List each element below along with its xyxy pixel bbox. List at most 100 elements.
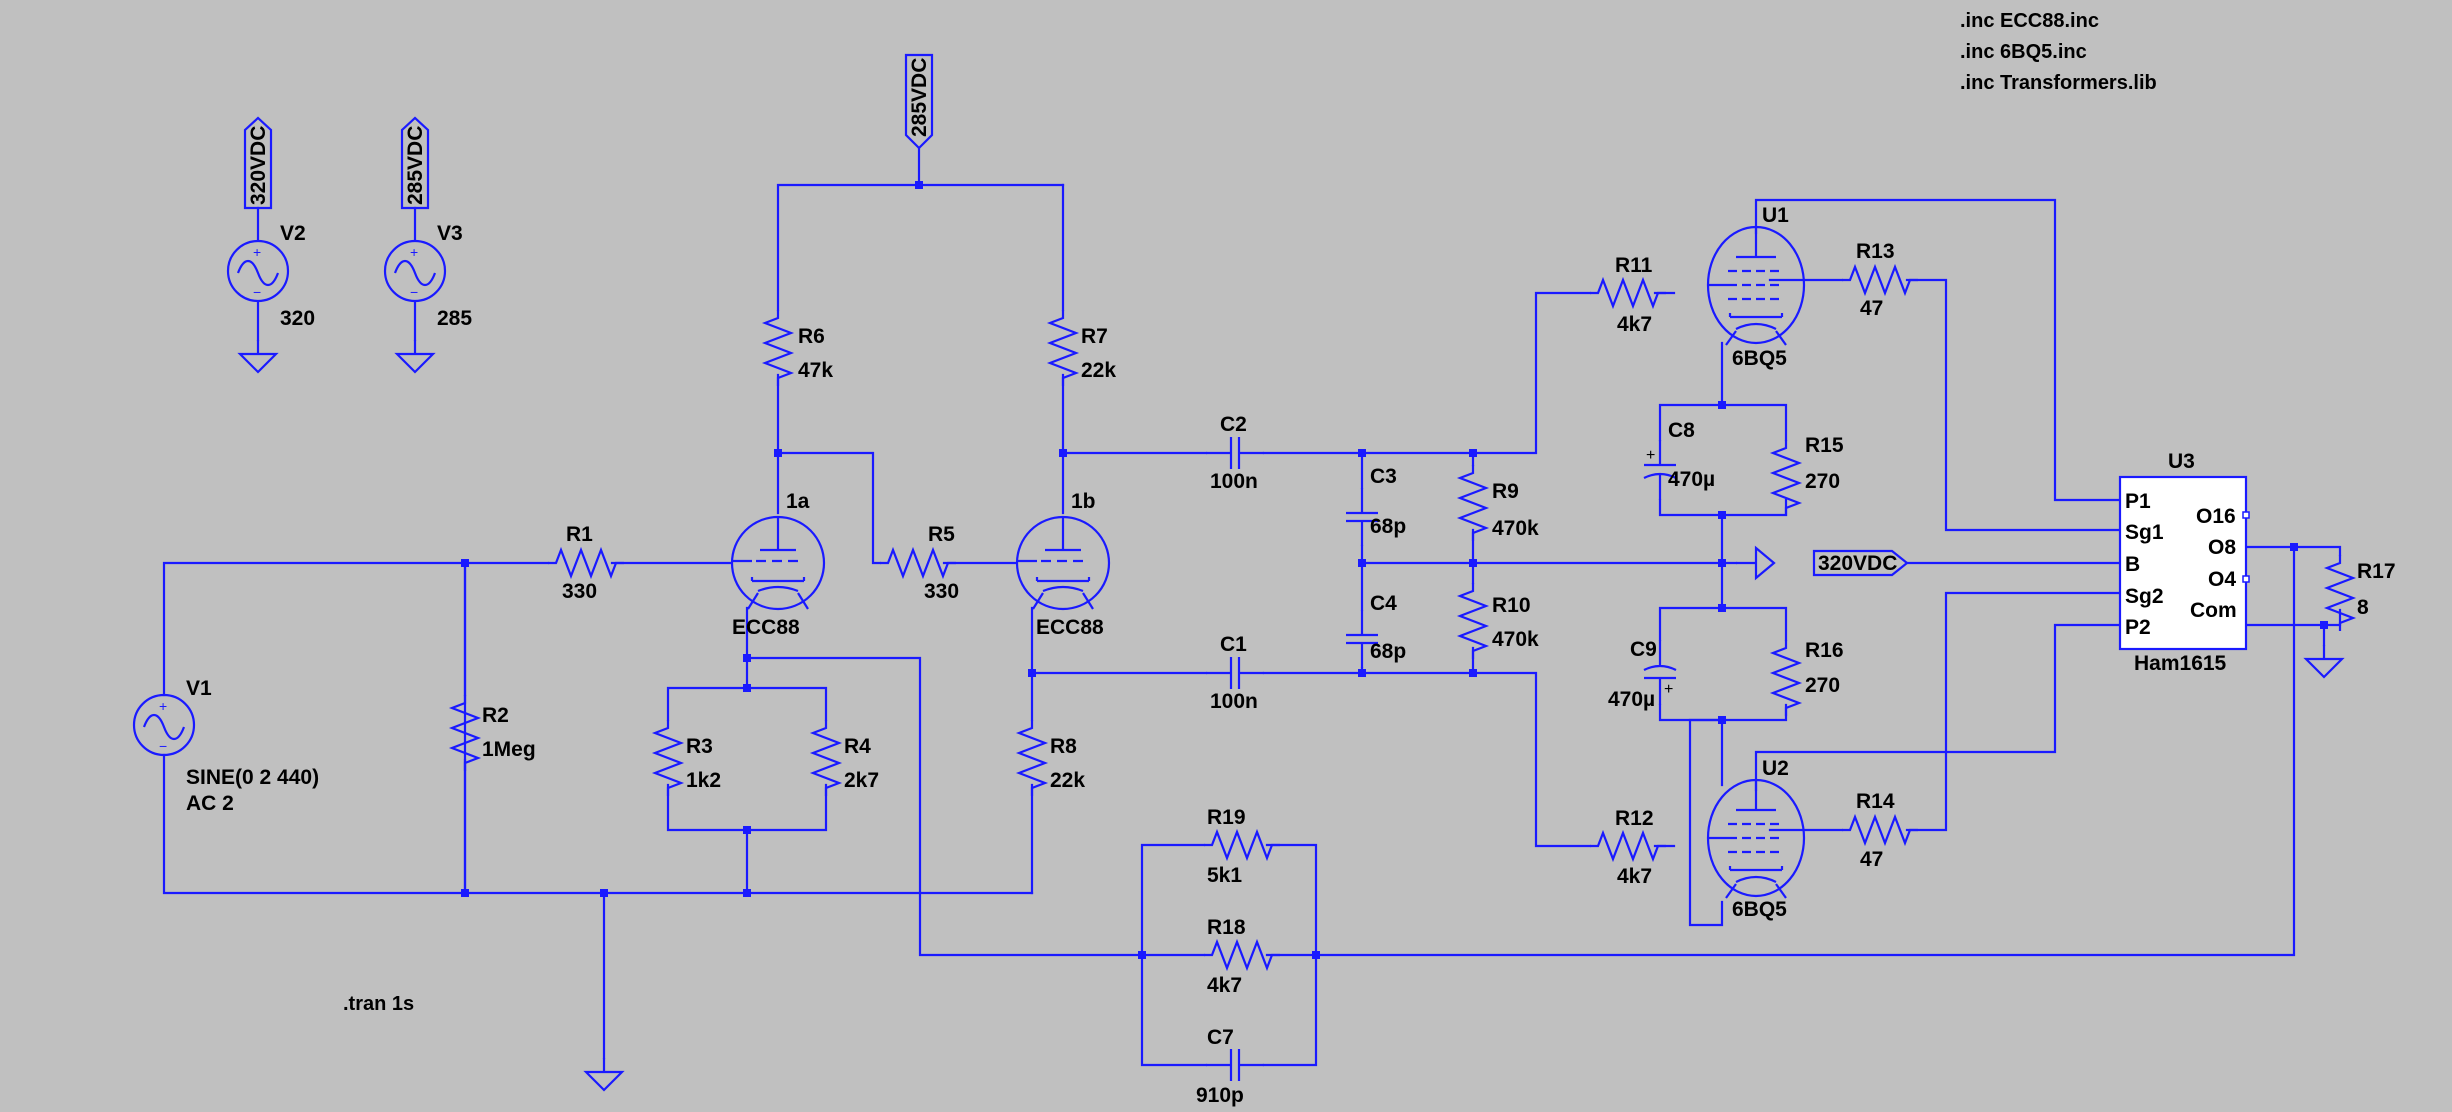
svg-text:P1: P1 bbox=[2125, 490, 2151, 513]
svg-text:1k2: 1k2 bbox=[686, 769, 721, 792]
v2-value: 320 bbox=[280, 307, 315, 330]
c9-capacitor[interactable]: + C9 470µ bbox=[1608, 638, 1677, 711]
c2-capacitor[interactable]: C2 100n bbox=[1204, 413, 1266, 493]
svg-text:47: 47 bbox=[1860, 297, 1883, 320]
svg-text:320VDC: 320VDC bbox=[247, 126, 270, 205]
svg-text:68p: 68p bbox=[1370, 640, 1406, 663]
svg-text:R6: R6 bbox=[798, 325, 825, 348]
c1-capacitor[interactable]: C1 100n bbox=[1204, 633, 1266, 713]
r7-resistor[interactable]: R7 22k bbox=[1048, 308, 1116, 388]
svg-text:O4: O4 bbox=[2208, 568, 2236, 591]
tube-u1[interactable]: U1 6BQ5 bbox=[1706, 204, 1806, 370]
r18-resistor[interactable]: R18 4k7 bbox=[1202, 916, 1282, 997]
c4-capacitor[interactable]: C4 68p bbox=[1344, 592, 1406, 670]
svg-text:470µ: 470µ bbox=[1608, 688, 1655, 711]
tube-u2[interactable]: U2 6BQ5 bbox=[1706, 757, 1806, 921]
r1-resistor[interactable]: R1 330 bbox=[546, 523, 626, 603]
svg-text:47: 47 bbox=[1860, 848, 1883, 871]
svg-text:Com: Com bbox=[2190, 599, 2237, 622]
svg-text:R9: R9 bbox=[1492, 480, 1519, 503]
svg-text:4k7: 4k7 bbox=[1617, 865, 1652, 888]
r15-resistor[interactable]: R15 270 bbox=[1771, 434, 1844, 518]
r4-resistor[interactable]: R4 2k7 bbox=[811, 718, 879, 798]
c7-capacitor[interactable]: C7 910p bbox=[1196, 1026, 1266, 1107]
directive-inc-transformers: .inc Transformers.lib bbox=[1960, 72, 2157, 94]
net-flag-285-top[interactable]: 285VDC bbox=[400, 116, 430, 210]
svg-text:Ham1615: Ham1615 bbox=[2134, 652, 2227, 675]
svg-text:R16: R16 bbox=[1805, 639, 1844, 662]
svg-text:330: 330 bbox=[562, 580, 597, 603]
svg-text:5k1: 5k1 bbox=[1207, 864, 1242, 887]
directive-inc-6bq5: .inc 6BQ5.inc bbox=[1960, 41, 2087, 63]
svg-text:320VDC: 320VDC bbox=[1818, 552, 1897, 575]
svg-text:U3: U3 bbox=[2168, 450, 2195, 473]
svg-text:ECC88: ECC88 bbox=[1036, 616, 1104, 639]
c8-capacitor[interactable]: + C8 470µ bbox=[1643, 419, 1715, 500]
v2-source[interactable]: V2 320 bbox=[226, 222, 315, 374]
svg-text:R19: R19 bbox=[1207, 806, 1246, 829]
svg-text:R18: R18 bbox=[1207, 916, 1246, 939]
svg-text:C9: C9 bbox=[1630, 638, 1657, 661]
svg-text:285VDC: 285VDC bbox=[908, 58, 931, 137]
net-flag-320-top[interactable]: 320VDC bbox=[243, 116, 273, 210]
svg-text:R15: R15 bbox=[1805, 434, 1844, 457]
v3-label: V3 bbox=[437, 222, 463, 245]
svg-text:R11: R11 bbox=[1615, 254, 1653, 277]
svg-text:100n: 100n bbox=[1210, 470, 1258, 493]
svg-text:4k7: 4k7 bbox=[1207, 974, 1242, 997]
r19-resistor[interactable]: R19 5k1 bbox=[1202, 806, 1282, 887]
svg-text:R12: R12 bbox=[1615, 807, 1654, 830]
net-flag-285-center[interactable]: 285VDC bbox=[904, 53, 934, 150]
svg-text:+: + bbox=[1646, 447, 1655, 464]
r2-resistor[interactable]: R2 1Meg bbox=[450, 693, 536, 773]
tube-1a[interactable]: 1a ECC88 bbox=[730, 490, 826, 639]
svg-text:4k7: 4k7 bbox=[1617, 313, 1652, 336]
svg-text:1Meg: 1Meg bbox=[482, 738, 536, 761]
svg-text:330: 330 bbox=[924, 580, 959, 603]
r12-resistor[interactable]: R12 4k7 bbox=[1588, 807, 1668, 888]
r6-resistor[interactable]: R6 47k bbox=[763, 308, 833, 388]
ground-main bbox=[584, 1056, 624, 1092]
svg-text:R8: R8 bbox=[1050, 735, 1077, 758]
svg-text:C1: C1 bbox=[1220, 633, 1247, 656]
r13-resistor[interactable]: R13 47 bbox=[1840, 240, 1920, 320]
v3-value: 285 bbox=[437, 307, 472, 330]
net-flag-ground-b bbox=[1736, 545, 1776, 581]
tube-1b[interactable]: 1b ECC88 bbox=[1015, 490, 1111, 639]
svg-text:R1: R1 bbox=[566, 523, 593, 546]
r5-resistor[interactable]: R5 330 bbox=[878, 523, 959, 603]
v3-source[interactable]: V3 285 bbox=[383, 222, 472, 374]
svg-text:6BQ5: 6BQ5 bbox=[1732, 347, 1787, 370]
v1-source[interactable]: V1 SINE(0 2 440) AC 2 bbox=[132, 677, 319, 815]
r17-resistor[interactable]: R17 8 bbox=[2325, 553, 2396, 633]
directive-inc-ecc88: .inc ECC88.inc bbox=[1960, 10, 2099, 32]
svg-text:R13: R13 bbox=[1856, 240, 1895, 263]
transformer-u3[interactable]: U3 Ham1615 P1 Sg1 B Sg2 P2 O16 O8 O4 Com bbox=[2118, 450, 2250, 675]
v1-value: SINE(0 2 440) bbox=[186, 766, 319, 789]
svg-text:U2: U2 bbox=[1762, 757, 1789, 780]
svg-text:ECC88: ECC88 bbox=[732, 616, 800, 639]
svg-text:C2: C2 bbox=[1220, 413, 1247, 436]
r14-resistor[interactable]: R14 47 bbox=[1840, 790, 1920, 871]
wires bbox=[162, 146, 2342, 1067]
v2-label: V2 bbox=[280, 222, 306, 245]
r8-resistor[interactable]: R8 22k bbox=[1017, 718, 1085, 798]
c3-capacitor[interactable]: C3 68p bbox=[1344, 465, 1406, 548]
svg-text:285VDC: 285VDC bbox=[404, 126, 427, 205]
svg-text:R3: R3 bbox=[686, 735, 713, 758]
r9-resistor[interactable]: R9 470k bbox=[1458, 463, 1539, 543]
r10-resistor[interactable]: R10 470k bbox=[1458, 581, 1539, 661]
ground-output bbox=[2304, 643, 2344, 679]
r16-resistor[interactable]: R16 270 bbox=[1771, 638, 1844, 718]
r11-resistor[interactable]: R11 4k7 bbox=[1588, 254, 1668, 336]
svg-text:U1: U1 bbox=[1762, 204, 1789, 227]
net-flag-320-right[interactable]: 320VDC bbox=[1812, 549, 1909, 577]
spice-directives[interactable]: .inc ECC88.inc .inc 6BQ5.inc .inc Transf… bbox=[343, 10, 2157, 1015]
svg-text:910p: 910p bbox=[1196, 1084, 1244, 1107]
svg-text:Sg2: Sg2 bbox=[2125, 585, 2164, 608]
r3-resistor[interactable]: R3 1k2 bbox=[653, 718, 721, 798]
svg-text:100n: 100n bbox=[1210, 690, 1258, 713]
svg-text:C8: C8 bbox=[1668, 419, 1695, 442]
svg-text:22k: 22k bbox=[1081, 359, 1116, 382]
